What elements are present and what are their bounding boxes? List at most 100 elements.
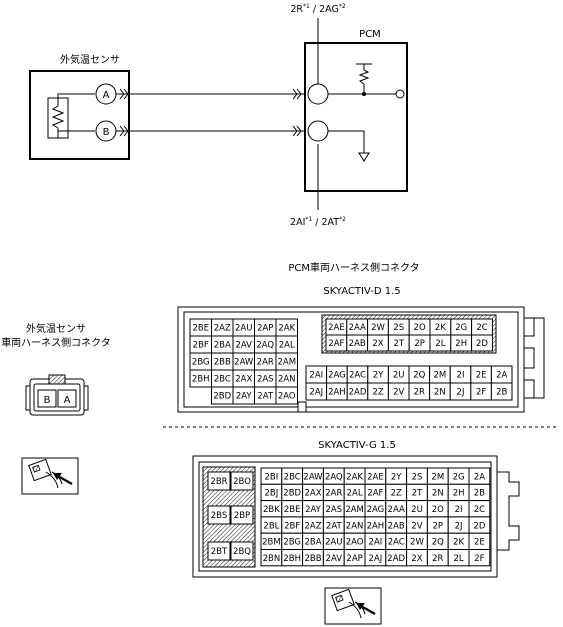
- pin-label: 2AB: [349, 339, 366, 349]
- pin-label: 2K: [435, 323, 446, 333]
- pin-label: 2B: [474, 489, 485, 499]
- pin-label: 2R: [432, 554, 443, 564]
- sensor-harness-connector: B A: [25, 374, 89, 416]
- pin-label: 2BR: [210, 477, 227, 487]
- pin-label: 2E: [476, 371, 487, 381]
- pin-label: 2AP: [346, 554, 362, 564]
- pin-label: 2BS: [211, 511, 228, 521]
- pin-label: 2D: [473, 521, 485, 531]
- pin-label: 2AD: [387, 554, 405, 564]
- pin-label: 2J: [455, 521, 463, 531]
- pin-label: 2AT: [326, 521, 343, 531]
- pin-label: 2T: [393, 339, 404, 349]
- pin-label: 2C: [476, 323, 487, 333]
- pin-label: 2W: [410, 538, 424, 548]
- pin-label: 2I: [457, 371, 465, 381]
- svg-text:A: A: [103, 90, 110, 101]
- pin-label: 2AU: [325, 538, 342, 548]
- pin-label: 2S: [412, 472, 423, 482]
- pin-label: 2AF: [328, 339, 344, 349]
- pin-label: 2AY: [305, 505, 322, 515]
- pin-label: 2BL: [263, 521, 279, 531]
- pin-label: 2AG: [328, 371, 346, 381]
- pcm-pin-top: [307, 83, 329, 105]
- pin-label: 2AO: [346, 538, 364, 548]
- pin-label: 2BD: [283, 489, 301, 499]
- pin-cell: [275, 386, 298, 405]
- pin-label: 2F: [476, 388, 486, 398]
- pin-label: 2BK: [263, 505, 280, 515]
- pin-label: 2AV: [236, 341, 253, 351]
- top-connector-label: 2R*1 / 2AG*2: [290, 3, 345, 15]
- pin-label: 2BI: [265, 472, 279, 482]
- pin-label: 2AA: [349, 323, 366, 333]
- pin-label: 2AM: [345, 505, 364, 515]
- sensor-label: 外気温センサ: [60, 53, 120, 66]
- pin-label: 2AE: [328, 323, 345, 333]
- sensor-harness-title-2: 車両ハーネス側コネクタ: [1, 336, 111, 349]
- pin-label: 2AT: [257, 392, 274, 402]
- pin-cell: [471, 334, 493, 352]
- skyactiv-d-title: SKYACTIV-D 1.5: [323, 286, 400, 297]
- pin-label: 2H: [453, 489, 465, 499]
- pin-label: 2M: [434, 371, 447, 381]
- pin-label: 2G: [455, 323, 467, 333]
- pin-label: 2G: [453, 472, 465, 482]
- pin-label: 2AH: [367, 521, 385, 531]
- pin-label: 2Q: [432, 538, 444, 548]
- pin-label: 2AI: [309, 371, 323, 381]
- pin-label: 2BP: [234, 511, 250, 521]
- thermistor-icon: [51, 105, 65, 129]
- pin-label: 2F: [474, 554, 484, 564]
- pin-label: 2AQ: [256, 341, 274, 351]
- pin-label: 2B: [496, 388, 507, 398]
- pin-label: 2BQ: [233, 547, 251, 557]
- pin-label: 2AN: [346, 521, 364, 531]
- pin-cell: [207, 471, 231, 491]
- pin-label: 2C: [474, 505, 485, 515]
- pin-label: 2BE: [192, 324, 209, 334]
- pin-cell: [230, 471, 254, 491]
- pin-label: 2Z: [372, 388, 383, 398]
- pin-label: 2AX: [235, 375, 252, 385]
- pin-label: 2U: [411, 505, 423, 515]
- pin-label: 2AA: [388, 505, 405, 515]
- pin-label: 2BA: [304, 538, 321, 548]
- pin-label: 2AF: [367, 489, 383, 499]
- pin-cell: [468, 549, 491, 567]
- pcm-label: PCM: [359, 29, 381, 40]
- pin-label: 2AK: [346, 472, 363, 482]
- pin-label: 2AI: [369, 538, 383, 548]
- pin-label: 2AL: [279, 341, 295, 351]
- pin-label: 2AU: [235, 324, 252, 334]
- pin-label: 2J: [457, 388, 465, 398]
- pin-cell: [207, 541, 231, 561]
- pin-label: 2BC: [284, 472, 301, 482]
- sensor-harness-title-1: 外気温センサ: [26, 322, 86, 335]
- pin-label: 2M: [431, 472, 444, 482]
- pin-label: 2O: [414, 323, 426, 333]
- pin-label: 2AV: [326, 554, 343, 564]
- pin-label: 2P: [433, 521, 444, 531]
- pin-label: 2AX: [304, 489, 321, 499]
- pin-label: 2BC: [214, 375, 231, 385]
- sensor-harness-pin-b: [37, 389, 57, 408]
- pin-label: 2V: [411, 521, 422, 531]
- pin-label: 2A: [474, 472, 485, 482]
- pin-label: 2BB: [214, 358, 231, 368]
- wire-a-connector-mark: [119, 88, 129, 100]
- pin-label: 2X: [372, 339, 383, 349]
- pin-label: 2BE: [284, 505, 301, 515]
- pin-label: 2BF: [193, 341, 209, 351]
- pin-label: 2AJ: [309, 388, 323, 398]
- skyactiv-g-title: SKYACTIV-G 1.5: [318, 440, 396, 451]
- pin-label: 2AM: [277, 358, 296, 368]
- pin-label: 2H: [455, 339, 467, 349]
- pin-label: 2L: [435, 339, 445, 349]
- pin-label: 2AS: [257, 375, 274, 385]
- pin-label: 2AR: [257, 358, 274, 368]
- pin-label: 2BG: [192, 358, 210, 368]
- pin-label: 2AB: [388, 521, 405, 531]
- pin-label: 2AE: [367, 472, 384, 482]
